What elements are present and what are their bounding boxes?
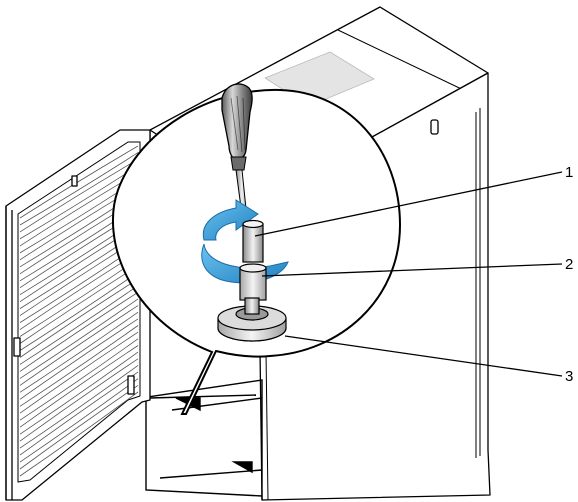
door-perforation-slat xyxy=(19,351,139,435)
callout-leaders xyxy=(254,171,563,377)
callout-1: 1 xyxy=(565,164,573,181)
door-perforation-slat xyxy=(19,378,139,463)
door-perforation-slat xyxy=(19,311,139,393)
door-perforation-slat xyxy=(19,391,139,477)
door-perforation-slat xyxy=(19,385,139,470)
side-latch xyxy=(430,119,439,135)
door-hinge-bottom xyxy=(127,375,135,395)
door-perforation-slat xyxy=(19,345,139,428)
door-perforation-slat xyxy=(19,365,139,449)
door-perforation-slat xyxy=(19,338,139,421)
leveling-foot-assembly xyxy=(217,219,287,342)
door-perforation-slat xyxy=(19,358,139,442)
door-perforation-slat xyxy=(19,331,139,414)
door-perforation-slat xyxy=(19,305,139,386)
leveling-rod xyxy=(242,223,264,263)
callout-2: 2 xyxy=(565,256,573,273)
door-perforation-slat xyxy=(19,291,139,372)
leader-line-1 xyxy=(254,171,563,237)
leader-line-3 xyxy=(284,335,563,377)
magnified-detail xyxy=(111,83,402,415)
door-perforation-slat xyxy=(19,152,139,226)
callout-3: 3 xyxy=(565,368,573,385)
door-perforation-slat xyxy=(19,158,139,233)
lock-nut xyxy=(239,267,267,301)
door-hinge-top xyxy=(13,337,21,357)
door-perforation-slat xyxy=(19,318,139,400)
door-perforation-slat xyxy=(19,145,139,219)
callout-numbers: 1 2 3 xyxy=(565,164,573,385)
screwdriver-ferrule xyxy=(230,156,247,171)
door-perforation-slat xyxy=(19,278,139,358)
door-handle xyxy=(71,175,78,187)
door-perforation-slat xyxy=(19,371,139,456)
leader-line-2 xyxy=(261,263,563,277)
rear-foot-marker-right xyxy=(231,461,253,474)
door-perforation-slat xyxy=(19,325,139,407)
door-perforation-slat xyxy=(19,298,139,379)
door-perforation-slat xyxy=(19,271,139,351)
door-perforation-lines xyxy=(19,145,139,477)
door-perforation-slat xyxy=(19,285,139,365)
